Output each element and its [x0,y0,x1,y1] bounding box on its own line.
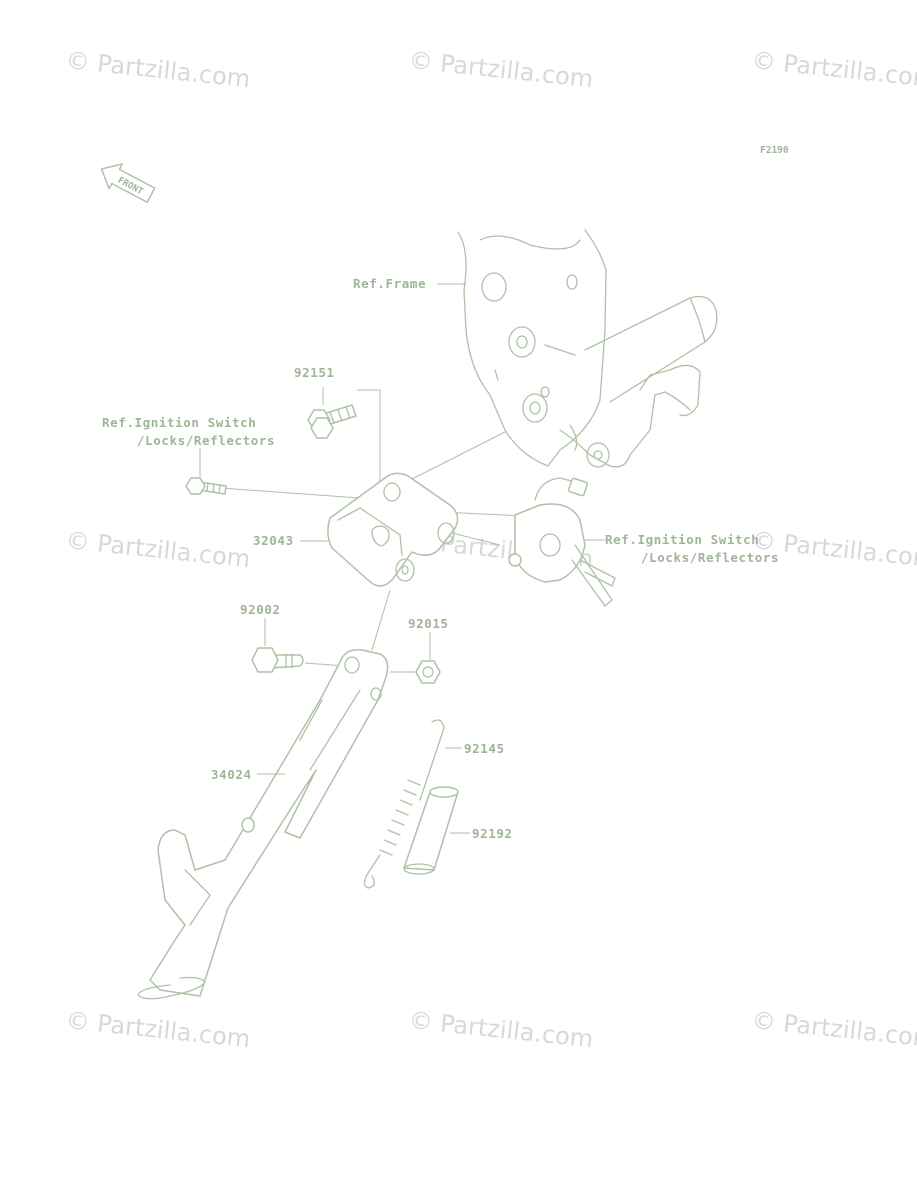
bolt-92002-icon [251,647,304,673]
labels: Ref.Frame 92151 Ref.Ignition Switch /Loc… [102,276,779,841]
bolt-92151-icon [307,404,357,439]
watermark: © Partzilla.com [407,46,594,93]
label-92015: 92015 [408,616,449,631]
leader-lines [199,283,605,834]
label-ref-ignition-right-line1: Ref.Ignition Switch [605,532,759,547]
watermark: © Partzilla.com [64,1006,251,1053]
label-32043: 32043 [253,533,294,548]
watermark: © Partzilla.com [64,526,251,573]
label-ref-frame: Ref.Frame [353,276,426,291]
label-34024: 34024 [211,767,252,782]
watermark: © Partzilla.com [64,46,251,93]
bracket-32043-icon [327,472,459,587]
nut-92015-icon [415,660,441,684]
watermark: © Partzilla.com [750,46,917,93]
spring-92145-icon [363,719,445,889]
sleeve-92192-icon [403,786,459,875]
label-92192: 92192 [472,826,513,841]
label-92151: 92151 [294,365,335,380]
label-ref-ignition-left-line2: /Locks/Reflectors [137,433,275,448]
label-ref-ignition-right-line2: /Locks/Reflectors [641,550,779,565]
label-92145: 92145 [464,741,505,756]
bolt-left-icon [185,477,227,495]
side-stand-34024-icon [137,649,389,1000]
figure-code: F2190 [760,145,789,156]
watermark: © Partzilla.com [750,1006,917,1053]
label-ref-ignition-left-line1: Ref.Ignition Switch [102,415,256,430]
label-92002: 92002 [240,602,281,617]
watermark: © Partzilla.com [407,1006,594,1053]
frame-illustration [457,229,718,468]
front-arrow-icon: FRONT [100,163,156,204]
ignition-switch-icon [508,477,616,607]
